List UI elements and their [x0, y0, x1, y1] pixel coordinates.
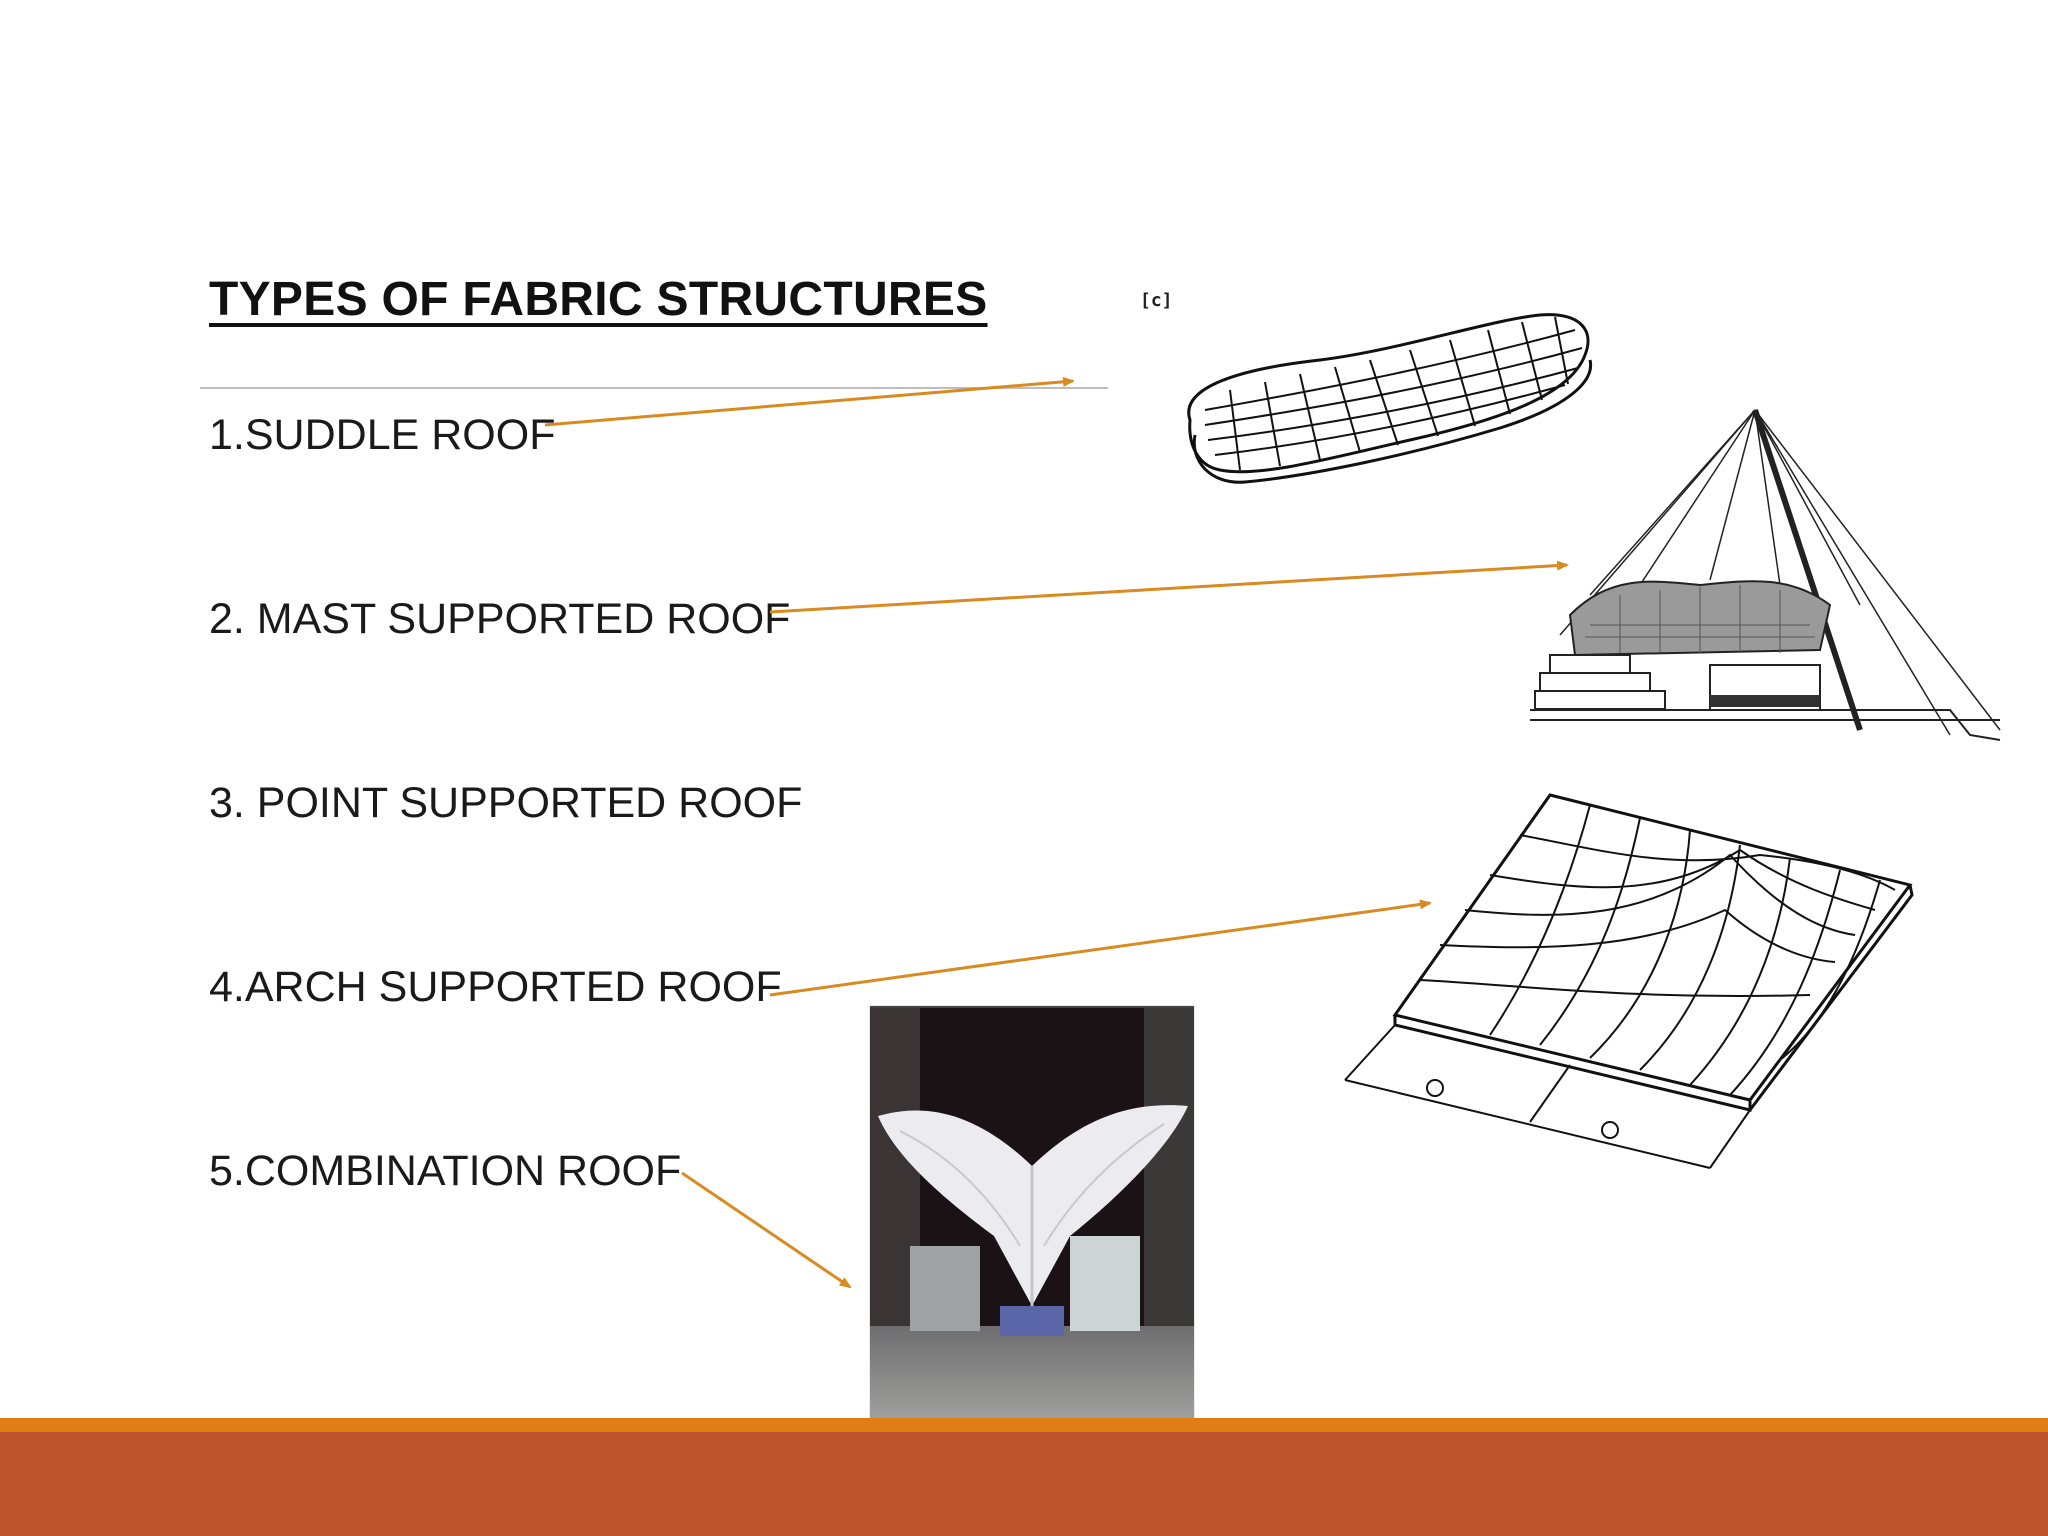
- arrow-arch-supported-roof: [769, 899, 1432, 997]
- saddle-roof-drawing: [1187, 313, 1593, 484]
- list-item-point-supported-roof: 3. POINT SUPPORTED ROOF: [209, 779, 803, 827]
- slide-title: TYPES OF FABRIC STRUCTURES: [209, 273, 988, 326]
- arch-supported-roof-drawing: [1344, 793, 1914, 1169]
- arrow-combination-roof: [681, 1171, 852, 1289]
- figure-tag: [c]: [1140, 290, 1173, 311]
- list-item-suddle-roof: 1.SUDDLE ROOF: [209, 411, 556, 459]
- combination-roof-photo: [870, 1006, 1194, 1434]
- footer-accent-line: [0, 1418, 2048, 1432]
- list-item-arch-supported-roof: 4.ARCH SUPPORTED ROOF: [209, 963, 782, 1011]
- mast-supported-roof-drawing: [1530, 409, 2001, 741]
- title-divider: [200, 387, 1108, 389]
- arrow-mast-supported-roof: [769, 560, 1569, 614]
- list-item-combination-roof: 5.COMBINATION ROOF: [209, 1147, 682, 1195]
- footer-band: [0, 1432, 2048, 1536]
- list-item-mast-supported-roof: 2. MAST SUPPORTED ROOF: [209, 595, 791, 643]
